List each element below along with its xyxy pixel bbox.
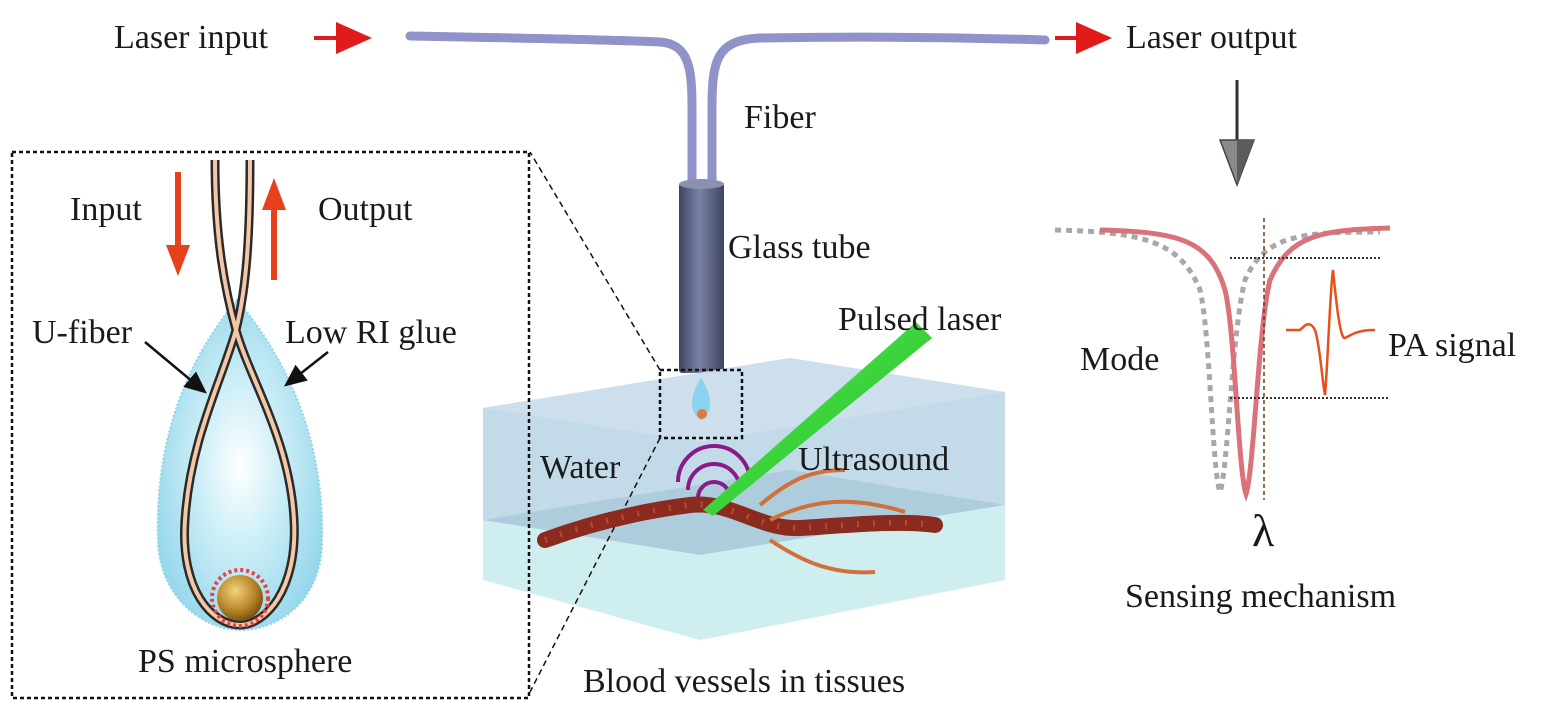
input-arrow-head-icon bbox=[166, 245, 190, 276]
u-fiber-label: U-fiber bbox=[32, 314, 133, 351]
mode-label: Mode bbox=[1080, 341, 1159, 378]
output-arrow-head-icon bbox=[262, 178, 286, 210]
input-label: Input bbox=[70, 191, 142, 228]
zoom-line-bottom bbox=[529, 437, 661, 693]
pulsed-laser-label: Pulsed laser bbox=[838, 301, 1002, 338]
fiber-top bbox=[405, 31, 1050, 195]
u-fiber-pointer-icon bbox=[144, 341, 207, 394]
output-label: Output bbox=[318, 191, 413, 228]
mode-shifted-curve bbox=[1099, 225, 1391, 502]
ps-microsphere-label: PS microsphere bbox=[138, 643, 352, 680]
blood-vessels-label: Blood vessels in tissues bbox=[583, 663, 905, 700]
sensing-plot bbox=[1054, 218, 1391, 502]
glass-tube bbox=[679, 183, 724, 373]
fiber-label: Fiber bbox=[744, 99, 816, 136]
pulsed-laser-beam bbox=[703, 322, 932, 516]
mode-original-curve bbox=[1054, 227, 1381, 500]
down-arrow-icon bbox=[1218, 80, 1256, 188]
pa-signal-label: PA signal bbox=[1388, 327, 1516, 364]
lambda-label: λ bbox=[1252, 505, 1275, 556]
zoom-line-top bbox=[529, 151, 661, 371]
tissue-block bbox=[483, 358, 1005, 640]
low-ri-glue-label: Low RI glue bbox=[285, 314, 457, 351]
glass-tube-label: Glass tube bbox=[728, 229, 871, 266]
laser-output-label: Laser output bbox=[1126, 19, 1297, 56]
laser-input-label: Laser input bbox=[114, 19, 268, 56]
glass-tube-top bbox=[679, 179, 724, 189]
blood-vessel bbox=[537, 468, 943, 575]
ps-microsphere bbox=[210, 568, 270, 628]
ultrasound-label: Ultrasound bbox=[798, 441, 949, 478]
glue-pointer-icon bbox=[284, 351, 329, 387]
probe-zoom-box bbox=[658, 368, 744, 440]
water-label: Water bbox=[540, 449, 621, 486]
pa-signal-waveform bbox=[1286, 269, 1376, 396]
probe-tip bbox=[691, 378, 711, 420]
sensing-mechanism-label: Sensing mechanism bbox=[1125, 578, 1396, 615]
